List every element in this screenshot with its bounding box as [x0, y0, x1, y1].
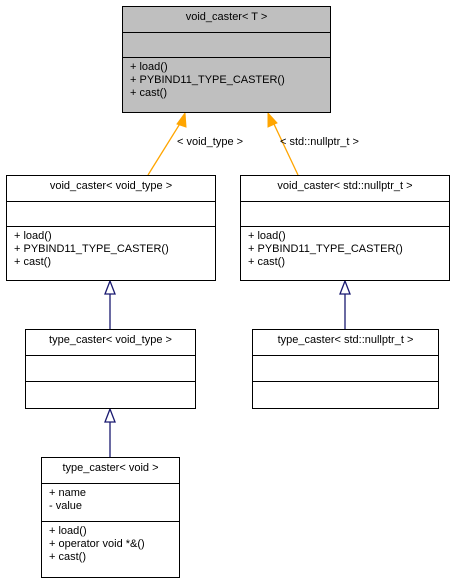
methods-section — [26, 381, 195, 408]
class-title: void_caster< T > — [185, 11, 268, 23]
methods-section: + load() + PYBIND11_TYPE_CASTER() + cast… — [7, 226, 215, 280]
method-load: + load() — [248, 230, 286, 242]
method-cast: + cast() — [49, 551, 86, 563]
class-title: type_caster< void_type > — [49, 334, 172, 346]
methods-section: + load() + PYBIND11_TYPE_CASTER() + cast… — [241, 226, 449, 280]
methods-section — [253, 381, 438, 408]
edge-label-void-type: < void_type > — [177, 136, 244, 148]
attributes-section: + name - value — [42, 483, 179, 521]
attributes-section — [7, 201, 215, 226]
attributes-section — [253, 355, 438, 381]
class-title: void_caster< std::nullptr_t > — [277, 180, 413, 192]
arrowhead-type-caster-nullptr — [339, 279, 351, 295]
class-box-type-caster-nullptr[interactable]: type_caster< std::nullptr_t > — [252, 329, 439, 409]
method-pybind11-type-caster: + PYBIND11_TYPE_CASTER() — [130, 74, 285, 86]
method-operator-void-ptr-ref: + operator void *&() — [49, 538, 145, 550]
edge-label-nullptr: < std::nullptr_t > — [280, 136, 359, 148]
class-box-type-caster-void[interactable]: type_caster< void > + name - value + loa… — [41, 457, 180, 578]
arrowhead-void-type-edge — [176, 111, 187, 128]
method-load: + load() — [130, 61, 168, 73]
method-load: + load() — [14, 230, 52, 242]
method-pybind11-type-caster: + PYBIND11_TYPE_CASTER() — [248, 243, 403, 255]
method-cast: + cast() — [248, 256, 285, 268]
method-load: + load() — [49, 525, 87, 537]
class-title: type_caster< void > — [62, 462, 159, 474]
method-cast: + cast() — [14, 256, 51, 268]
arrowhead-type-caster-void — [104, 407, 116, 423]
method-pybind11-type-caster: + PYBIND11_TYPE_CASTER() — [14, 243, 169, 255]
edge-void-type-to-void-caster-t — [147, 121, 182, 176]
arrowhead-type-caster-void-type — [104, 279, 116, 295]
attribute-value: - value — [49, 500, 83, 512]
method-cast: + cast() — [130, 87, 167, 99]
edge-nullptr-to-void-caster-t — [272, 121, 299, 176]
attributes-section — [123, 32, 330, 57]
attributes-section — [241, 201, 449, 226]
class-title: void_caster< void_type > — [49, 180, 173, 192]
methods-section: + load() + operator void *&() + cast() — [42, 521, 179, 577]
attributes-section — [26, 355, 195, 381]
class-title: type_caster< std::nullptr_t > — [277, 334, 414, 346]
arrowhead-nullptr-edge — [267, 111, 278, 128]
class-box-void-caster-t[interactable]: void_caster< T > + load() + PYBIND11_TYP… — [122, 6, 331, 113]
class-box-type-caster-void-type[interactable]: type_caster< void_type > — [25, 329, 196, 409]
attribute-name: + name — [49, 487, 86, 499]
methods-section: + load() + PYBIND11_TYPE_CASTER() + cast… — [123, 57, 330, 112]
class-box-void-caster-nullptr[interactable]: void_caster< std::nullptr_t > + load() +… — [240, 175, 450, 281]
class-box-void-caster-void-type[interactable]: void_caster< void_type > + load() + PYBI… — [6, 175, 216, 281]
